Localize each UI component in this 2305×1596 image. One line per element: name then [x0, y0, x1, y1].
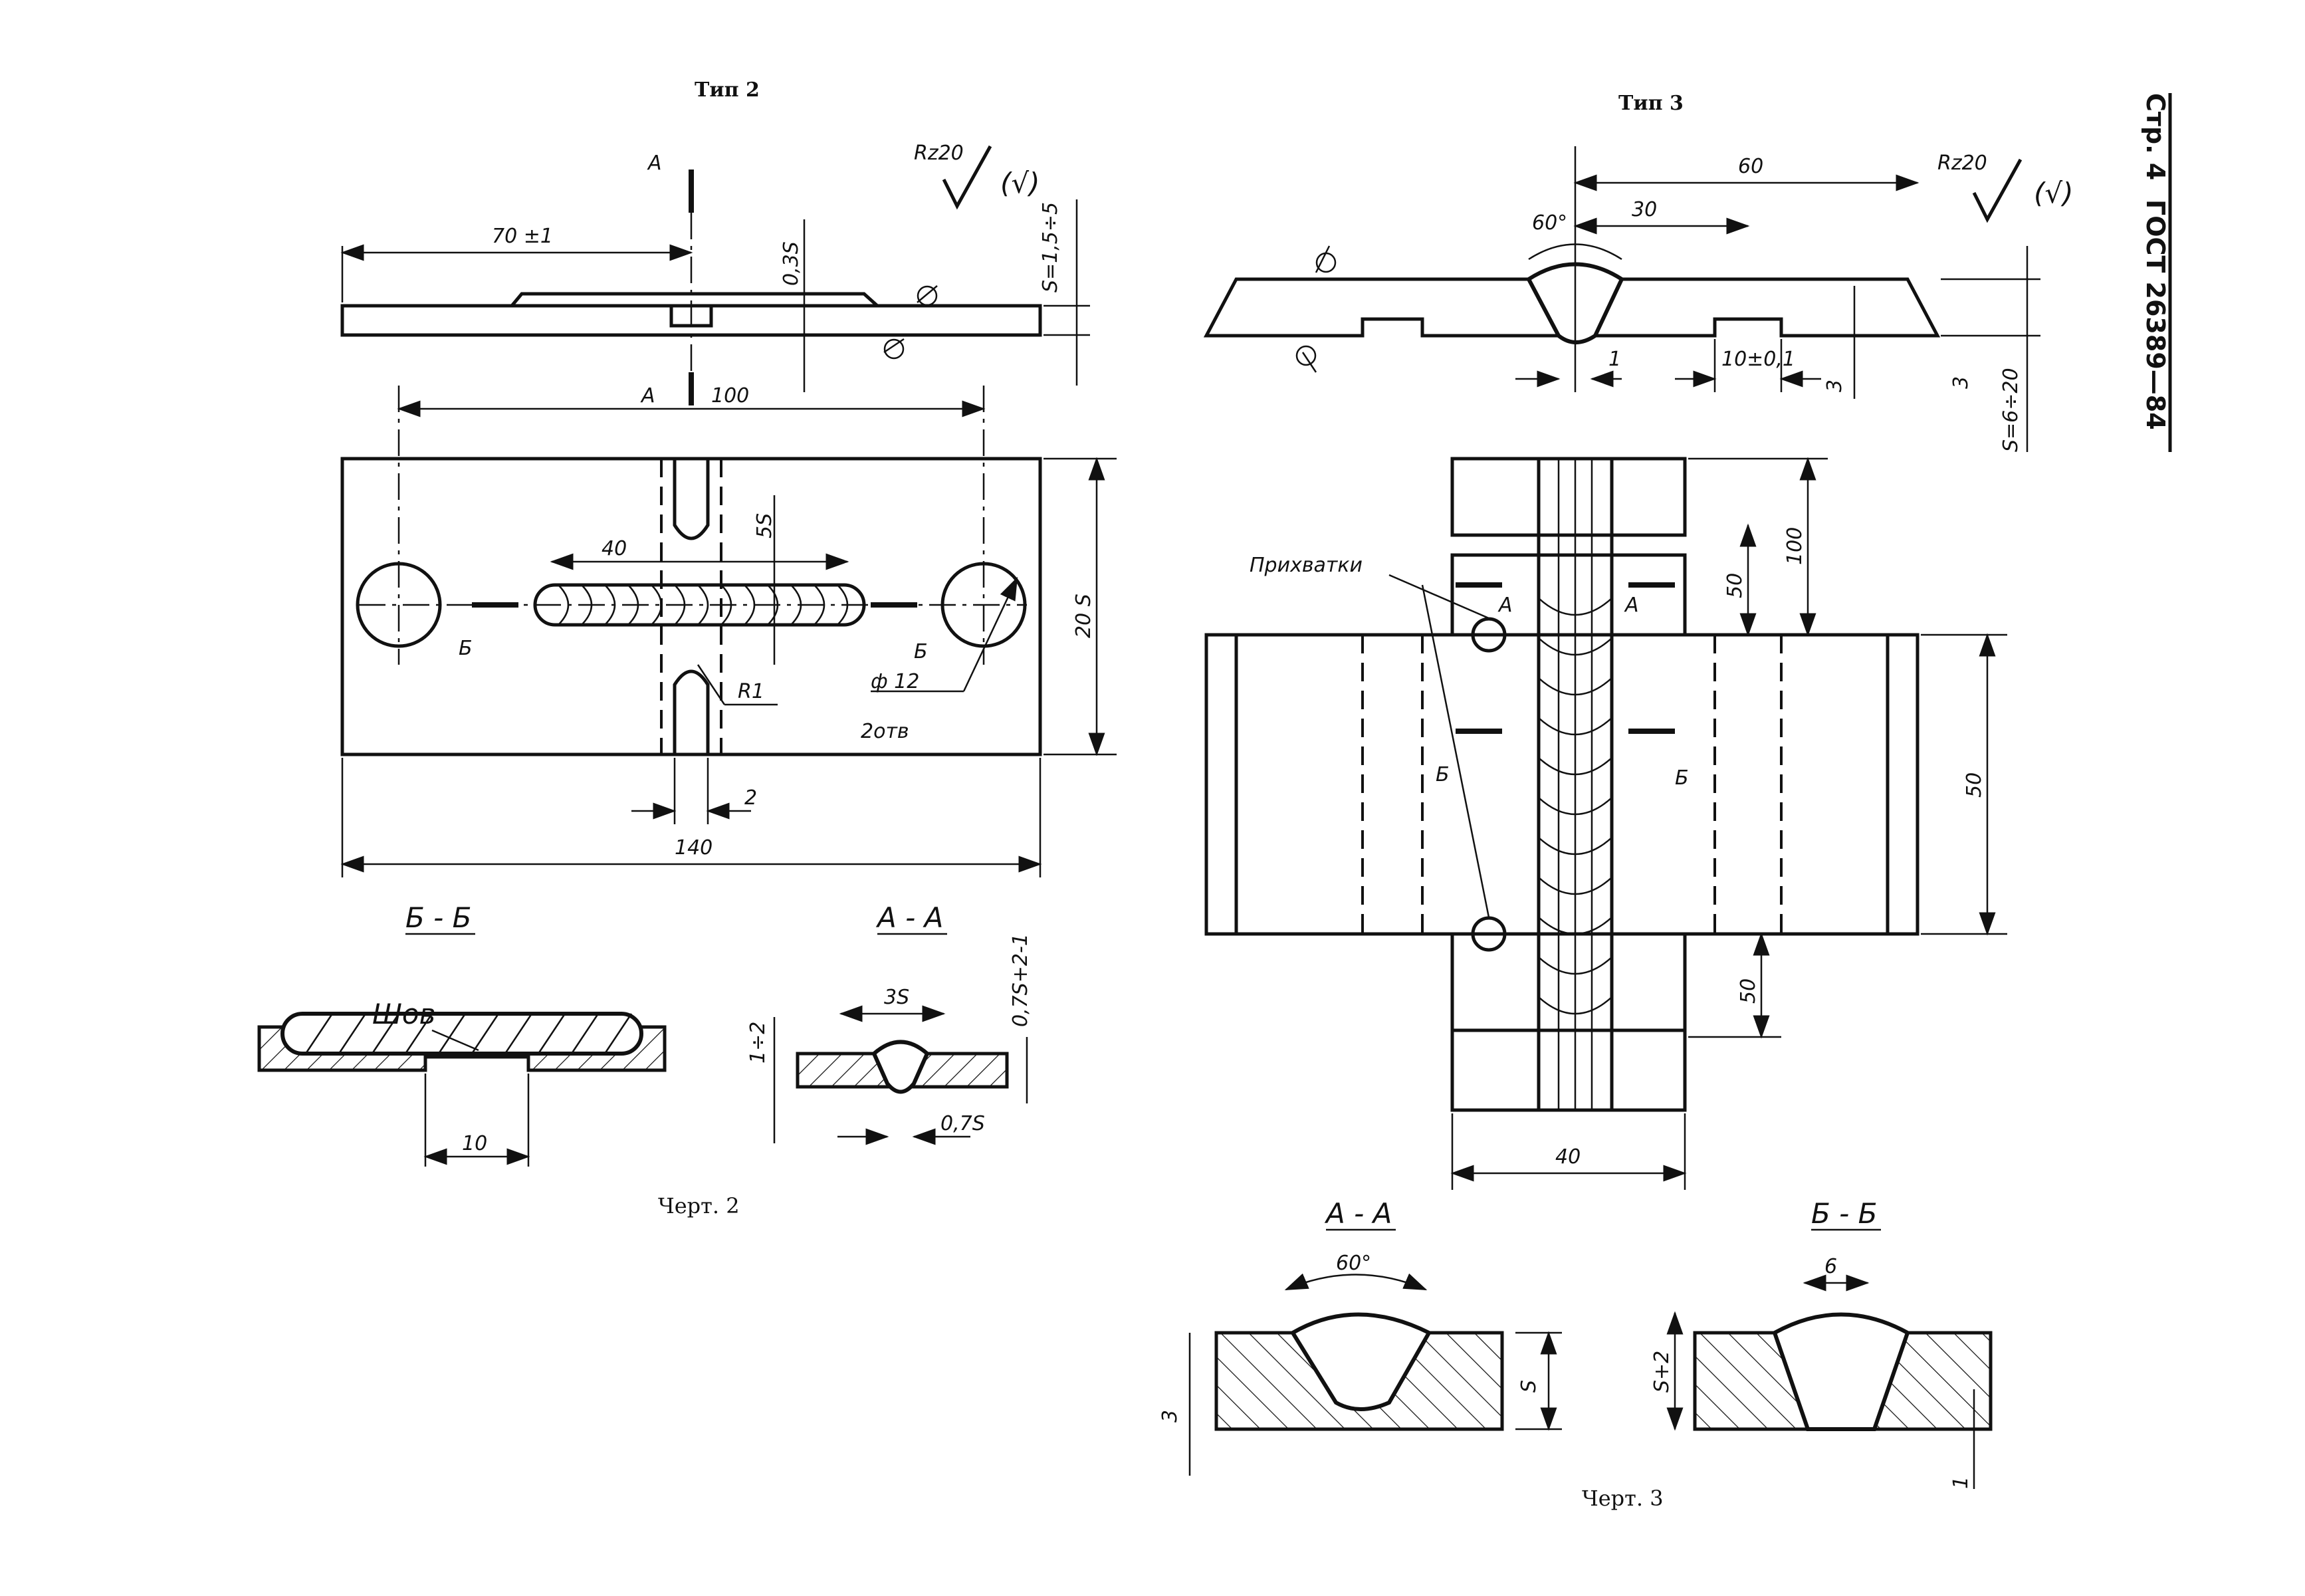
type3-bottom-strip [1450, 1028, 1687, 1112]
type2-weld-ripples [558, 584, 849, 626]
type3-aa-weld [1289, 1312, 1432, 1411]
tack-circle-top [1471, 617, 1507, 653]
type2-side-weld [510, 292, 879, 307]
type3-section-bb: Б - Б [1811, 1197, 1877, 1230]
dim-angle: 60° [1532, 211, 1567, 235]
type2-title: Тип 2 [695, 78, 760, 102]
page-header: Стр. 4 ГОСТ 26389—84 [2141, 93, 2172, 452]
dim-100: 100 [711, 384, 749, 407]
type2-drawing: Тип 2 Rz20 (√) А А 70 ±1 0,3S S=1,5÷5 [257, 78, 1117, 1218]
dim-3-aa: 3 [1158, 1410, 1182, 1423]
type2-aa-weld [871, 1040, 930, 1094]
type3-caption: Черт. 3 [1582, 1486, 1664, 1511]
page-number: Стр. 4 [2141, 93, 2170, 180]
dim-6: 6 [1824, 1255, 1837, 1278]
type2-plan-plate [340, 457, 1042, 756]
dim-s-range: S=1,5÷5 [1039, 202, 1062, 292]
dim-60: 60 [1738, 155, 1763, 178]
type2-top-slot [673, 459, 710, 540]
type3-title: Тип 3 [1618, 92, 1684, 115]
dim-3-right: 3 [1949, 376, 1973, 389]
type2-bb-weld [280, 1012, 643, 1056]
roughness-check-icon-2 [1972, 158, 2023, 223]
dim-03s: 0,3S [780, 241, 803, 286]
dim-07s: 0,7S [940, 1112, 985, 1135]
dim-40: 40 [1555, 1145, 1581, 1169]
dim-075s: 0,7S+2-1 [1009, 933, 1032, 1027]
weld-symbol-icon-2 [1301, 245, 1331, 373]
type3-weld-ripples [1538, 598, 1612, 1015]
dim-1: 1 [1608, 348, 1621, 371]
dim-1-2: 1÷2 [746, 1022, 770, 1064]
marker-b-left: Б [459, 637, 473, 660]
dim-holes-count: 2отв [861, 720, 909, 743]
marker-a-right: А [1624, 594, 1639, 617]
weld-label: Шов [372, 998, 435, 1030]
type2-bottom-slot [673, 669, 710, 754]
type2-roughness-alt: (√) [1000, 167, 1040, 199]
dim-s2: S+2 [1650, 1351, 1674, 1393]
dim-100: 100 [1783, 527, 1807, 565]
type2-section-aa: А - А [875, 901, 943, 934]
marker-a-left: А [1497, 594, 1513, 617]
type3-roughness-alt: (√) [2034, 177, 2074, 209]
marker-a: А [647, 152, 662, 175]
dim-70: 70 ±1 [492, 225, 553, 248]
dim-20s: 20 S [1072, 594, 1095, 638]
marker-b-right: Б [914, 640, 928, 663]
dim-angle-2: 60° [1336, 1252, 1371, 1275]
type3-drawing: Тип 3 Rz20 (√) 60 30 60° 1 10±0,1 3 3 S=… [1158, 92, 2074, 1511]
type3-bb-weld [1772, 1312, 1910, 1431]
marker-b-left: Б [1436, 763, 1450, 786]
dim-s-range: S=6÷20 [1999, 368, 2023, 452]
type2-caption: Черт. 2 [658, 1193, 740, 1218]
type3-main-plate [1204, 633, 1920, 936]
type3-top-strip [1450, 457, 1687, 537]
dim-30: 30 [1632, 198, 1657, 221]
dim-r1: R1 [738, 680, 764, 703]
dim-5s: 5S [753, 513, 776, 538]
dim-10: 10±0,1 [1721, 348, 1795, 371]
roughness-check-icon [942, 145, 992, 210]
standard-number: ГОСТ 26389—84 [2141, 199, 2170, 430]
type2-section-bb: Б - Б [405, 901, 471, 934]
tack-circle-bottom [1471, 916, 1507, 952]
weld-symbol-icon [883, 285, 938, 354]
type3-section-aa: А - А [1324, 1197, 1392, 1230]
dim-1-bb: 1 [1949, 1476, 1973, 1489]
dim-50b: 50 [1963, 772, 1986, 798]
dim-50a: 50 [1723, 573, 1747, 598]
dim-3: 3 [1823, 380, 1846, 392]
type2-weld-bead [533, 583, 866, 627]
dim-2: 2 [744, 786, 757, 810]
dim-s: S [1517, 1380, 1541, 1393]
marker-a-2: А [640, 384, 655, 407]
type3-roughness: Rz20 [1937, 152, 1987, 175]
dim-40: 40 [602, 537, 627, 560]
dim-hole: ф 12 [871, 670, 919, 693]
type3-weld-groove [1537, 459, 1614, 1110]
dim-140: 140 [675, 836, 713, 859]
type3-upper-strip [1450, 553, 1687, 637]
type3-side-plate [1203, 277, 1941, 338]
tack-label: Прихватки [1250, 554, 1363, 577]
type2-roughness: Rz20 [914, 142, 964, 165]
marker-b-right: Б [1675, 766, 1689, 790]
dim-10: 10 [462, 1132, 487, 1155]
dim-3s: 3S [884, 986, 909, 1009]
dim-50c: 50 [1737, 978, 1760, 1004]
